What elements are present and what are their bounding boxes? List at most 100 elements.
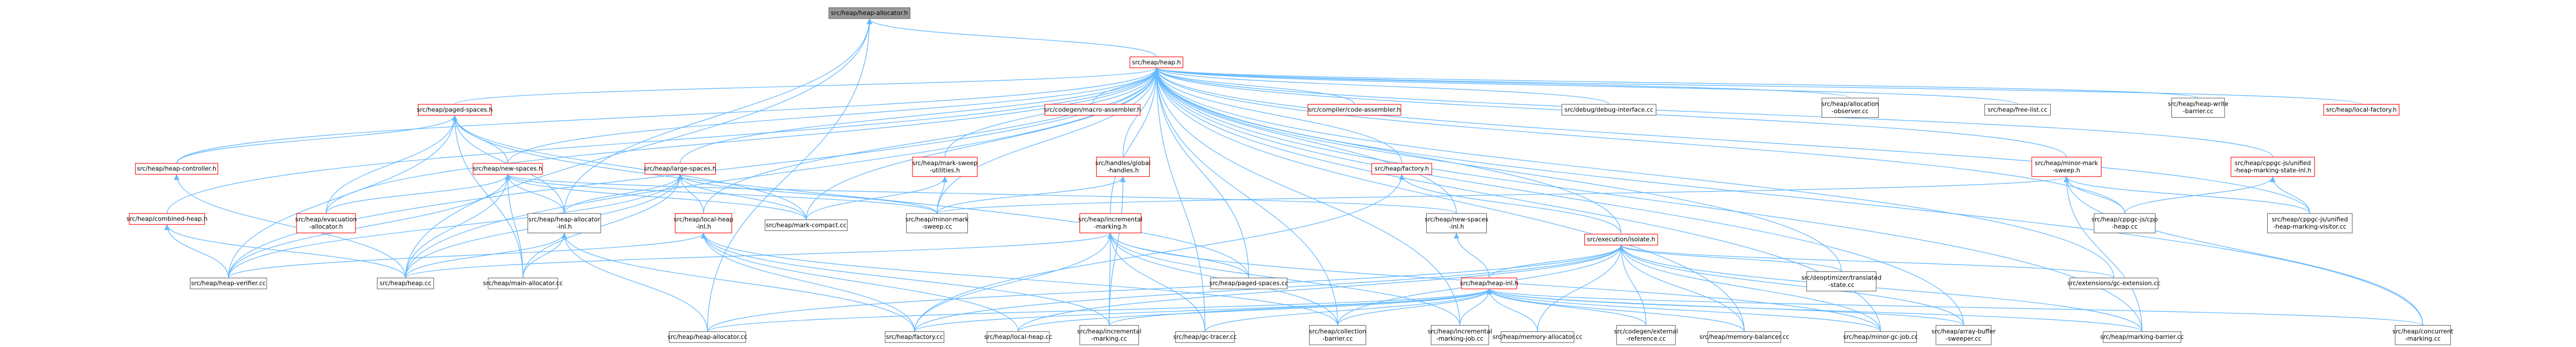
file-node-free-list-cc[interactable]: src/heap/free-list.cc (1984, 104, 2051, 116)
file-node-label: -observer.cc (1831, 108, 1868, 115)
file-node-local-factory-h[interactable]: src/heap/local-factory.h (2323, 104, 2399, 116)
file-node-label: src/heap/minor-gc-job.cc (1843, 334, 1918, 341)
file-node-label: src/heap/heap-allocator.cc (668, 334, 748, 341)
file-node-label: src/heap/heap.h (1132, 59, 1181, 66)
dependency-edge-heap-h-to-cppgc-js-cpp-heap-cc (1153, 68, 2125, 214)
file-node-heap-allocator-inl-h[interactable]: src/heap/heap-allocator-inl.h (527, 213, 601, 233)
file-node-debug-interface-cc[interactable]: src/debug/debug-interface.cc (1561, 104, 1657, 116)
file-node-box (418, 104, 492, 116)
dependency-edge-new-spaces-h-to-mark-compact-cc (504, 174, 807, 220)
file-node-label: src/heap/combined-heap.h (126, 216, 207, 223)
file-node-box (1844, 331, 1917, 343)
file-node-label: -marking.cc (1091, 335, 1127, 342)
file-node-label: src/heap/evacuation (296, 217, 357, 223)
dependency-edge-heap-inl-h-to-memory-balancer-cc (1486, 289, 1745, 332)
file-node-minor-mark-sweep-h[interactable]: src/heap/minor-mark-sweep.h (2031, 156, 2102, 177)
dependency-edge-heap-h-to-new-spaces-h (507, 68, 1160, 164)
file-node-paged-spaces-h[interactable]: src/heap/paged-spaces.h (417, 104, 493, 116)
file-node-codegen-macro-assembler-h[interactable]: src/codegen/macro-assembler.h (1044, 104, 1141, 116)
file-node-factory-h[interactable]: src/heap/factory.h (1371, 163, 1433, 175)
file-node-label: src/heap/heap-verifier.cc (191, 280, 266, 287)
file-node-new-spaces-h[interactable]: src/heap/new-spaces.h (472, 163, 543, 175)
file-node-factory-cc[interactable]: src/heap/factory.cc (884, 331, 944, 343)
file-node-label: -sweep.h (2052, 167, 2080, 174)
file-node-label: -marking-job.cc (1436, 335, 1483, 342)
file-node-heap-write-barrier-cc[interactable]: src/heap/heap-write-barrier.cc (2168, 98, 2229, 118)
file-node-heap-allocator-h[interactable]: src/heap/heap-allocator.h (828, 7, 911, 19)
file-node-concurrent-marking-cc[interactable]: src/heap/concurrent-marking.cc (2392, 325, 2453, 345)
file-node-array-buffer-sweeper-cc[interactable]: src/heap/array-buffer-sweeper.cc (1931, 325, 1996, 345)
file-node-memory-balancer-cc[interactable]: src/heap/memory-balancer.cc (1699, 331, 1789, 343)
file-node-label: -allocator.h (309, 223, 343, 230)
file-node-heap-inl-h[interactable]: src/heap/heap-inl.h (1460, 277, 1519, 289)
file-node-cppgc-unified-state-inl-h[interactable]: src/heap/cppgc-js/unified-heap-marking-s… (2230, 156, 2315, 177)
dependency-edge-incremental-marking-h-to-heap-cc (405, 232, 1113, 278)
file-node-mark-compact-cc[interactable]: src/heap/mark-compact.cc (764, 219, 848, 232)
file-node-cppgc-js-cpp-heap-cc[interactable]: src/heap/cppgc-js/cpp-heap.cc (2092, 213, 2158, 233)
file-node-box (1561, 104, 1657, 116)
dependency-edge-heap-h-to-cppgc-unified-state-inl-h (1154, 68, 2274, 158)
file-node-label: src/heap/main-allocator.cc (483, 280, 563, 287)
dependency-edge-factory-h-to-factory-cc (914, 174, 1405, 332)
file-node-paged-spaces-cc[interactable]: src/heap/paged-spaces.cc (1209, 277, 1288, 289)
file-node-extensions-gc-extension-cc[interactable]: src/extensions/gc-extension.cc (2067, 277, 2161, 289)
file-node-heap-verifier-cc[interactable]: src/heap/heap-verifier.cc (189, 277, 267, 289)
dependency-edge-heap-h-to-local-factory-h (1154, 67, 2362, 105)
dependency-edge-new-spaces-h-to-heap-allocator-inl-h (504, 174, 565, 214)
file-node-allocation-observer-cc[interactable]: src/heap/allocation-observer.cc (1822, 98, 1879, 118)
file-node-box (129, 213, 205, 225)
file-node-local-heap-cc[interactable]: src/heap/local-heap.cc (984, 331, 1052, 343)
file-node-incremental-marking-h[interactable]: src/heap/incremental-marking.h (1078, 213, 1142, 233)
dependency-edge-heap-h-to-memory-balancer-cc (1153, 68, 1745, 332)
file-node-heap-h[interactable]: src/heap/heap.h (1130, 57, 1183, 68)
file-node-main-allocator-cc[interactable]: src/heap/main-allocator.cc (483, 277, 563, 289)
dependency-edge-heap-inl-h-to-local-heap-cc (1018, 289, 1492, 332)
file-node-heap-cc[interactable]: src/heap/heap.cc (376, 277, 434, 289)
file-node-codegen-external-reference-cc[interactable]: src/codegen/external-reference.cc (1614, 325, 1678, 345)
dependency-edge-execution-isolate-h-to-deoptimizer-translated-state-cc (1618, 244, 1842, 273)
file-node-cppgc-unified-visitor-cc[interactable]: src/heap/cppgc-js/unified-heap-marking-v… (2267, 213, 2353, 233)
file-node-large-spaces-h[interactable]: src/heap/large-spaces.h (644, 163, 716, 175)
dependency-edge-combined-heap-h-to-heap-verifier-cc (164, 224, 229, 278)
dependency-edge-heap-h-to-cppgc-unified-visitor-cc (1153, 68, 2310, 214)
file-node-label: src/heap/factory.h (1375, 166, 1429, 173)
file-node-heap-controller-h[interactable]: src/heap/heap-controller.h (135, 163, 218, 175)
file-node-compiler-code-assembler-h[interactable]: src/compiler/code-assembler.h (1307, 104, 1401, 116)
file-node-box (986, 331, 1050, 343)
file-node-box (1079, 325, 1139, 345)
dependency-edge-mark-sweep-utilities-h-to-minor-mark-sweep-cc (936, 176, 948, 214)
file-node-mark-sweep-utilities-h[interactable]: src/heap/mark-sweep-utilities.h (912, 156, 978, 177)
file-node-box (2031, 156, 2102, 177)
file-node-label: -inl.h (696, 223, 711, 230)
file-node-combined-heap-h[interactable]: src/heap/combined-heap.h (126, 213, 208, 225)
file-node-new-spaces-inl-h[interactable]: src/heap/new-spaces-inl.h (1425, 213, 1489, 233)
file-node-marking-barrier-cc[interactable]: src/heap/marking-barrier.cc (2100, 331, 2184, 343)
dependency-edge-heap-allocator-h-to-heap-allocator-cc (707, 18, 873, 332)
file-node-label: -reference.cc (1626, 335, 1666, 342)
file-node-label: src/heap/paged-spaces.cc (1209, 280, 1288, 287)
dependency-edge-heap-h-to-paged-spaces-cc (1153, 68, 1250, 278)
file-node-local-heap-inl-h[interactable]: src/heap/local-heap-inl.h (674, 213, 734, 233)
file-node-memory-allocator-cc[interactable]: src/heap/memory-allocator.cc (1493, 331, 1583, 343)
file-node-label: src/handles/global (1096, 160, 1151, 167)
file-node-execution-isolate-h[interactable]: src/execution/isolate.h (1584, 233, 1658, 245)
dependency-edge-heap-h-to-execution-isolate-h (1153, 68, 1622, 234)
file-node-evacuation-allocator-h[interactable]: src/heap/evacuation-allocator.h (296, 213, 357, 233)
file-node-minor-gc-job-cc[interactable]: src/heap/minor-gc-job.cc (1843, 331, 1918, 343)
file-node-box (675, 213, 732, 233)
file-node-handles-global-handles-h[interactable]: src/handles/global-handles.h (1096, 156, 1151, 177)
dependency-edge-heap-h-to-incremental-marking-h (1110, 68, 1160, 214)
file-node-minor-mark-sweep-cc[interactable]: src/heap/minor-mark-sweep.cc (906, 213, 969, 233)
file-node-label: src/heap/incremental (1077, 328, 1141, 335)
nodes-layer: src/heap/heap-allocator.h src/heap/heap.h… (126, 7, 2453, 345)
file-node-collection-barrier-cc[interactable]: src/heap/collection-barrier.cc (1309, 325, 1366, 345)
file-node-box (1175, 331, 1235, 343)
file-node-deoptimizer-translated-state-cc[interactable]: src/deoptimizer/translated-state.cc (1801, 271, 1882, 292)
file-node-label: -marking.cc (2405, 335, 2441, 342)
file-node-incremental-marking-job-cc[interactable]: src/heap/incremental-marking-job.cc (1428, 325, 1492, 345)
dependency-edge-heap-allocator-inl-h-to-factory-cc (561, 233, 915, 332)
file-node-gc-tracer-cc[interactable]: src/heap/gc-tracer.cc (1173, 331, 1237, 343)
file-node-heap-allocator-cc[interactable]: src/heap/heap-allocator.cc (668, 331, 748, 343)
file-node-incremental-marking-cc[interactable]: src/heap/incremental-marking.cc (1077, 325, 1141, 345)
dependency-edge-heap-allocator-inl-h-to-heap-allocator-cc (561, 233, 708, 332)
